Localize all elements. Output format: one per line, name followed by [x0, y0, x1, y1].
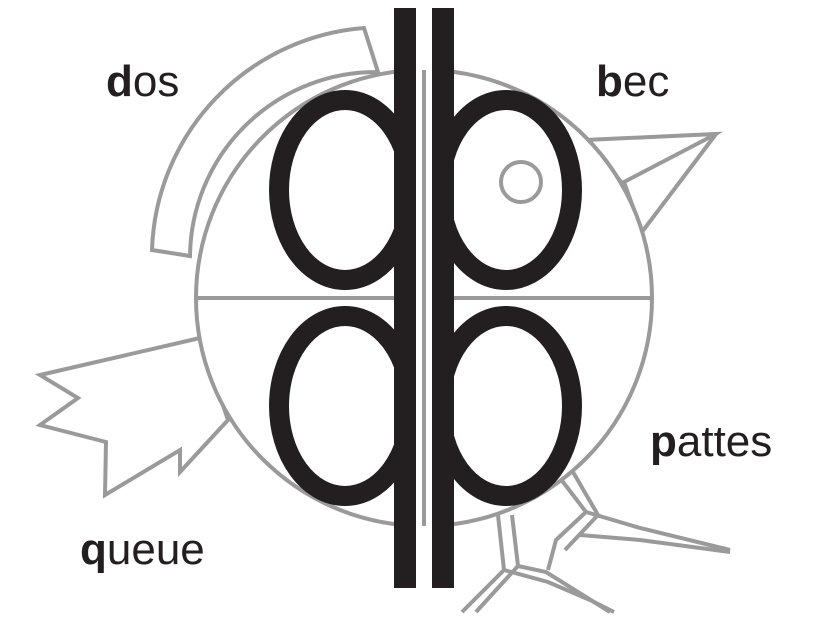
label-pattes-rest: attes — [677, 417, 772, 466]
left-leg-inner — [476, 515, 518, 612]
label-bec: bec — [596, 57, 669, 106]
right-leg-inner — [565, 472, 598, 550]
label-dos-initial: d — [106, 57, 133, 106]
label-pattes-initial: p — [650, 417, 677, 466]
label-bec-rest: ec — [623, 57, 669, 106]
left-stem — [394, 8, 416, 588]
bird-tail — [40, 338, 228, 495]
right-leg — [548, 478, 586, 570]
letter-stems — [394, 8, 454, 588]
label-pattes: pattes — [650, 417, 772, 466]
left-leg — [462, 515, 504, 612]
label-queue-rest: ueue — [107, 525, 205, 574]
label-bec-initial: b — [596, 57, 623, 106]
label-dos-rest: os — [133, 57, 179, 106]
right-stem — [432, 8, 454, 588]
label-dos: dos — [106, 57, 179, 106]
label-queue-initial: q — [80, 525, 107, 574]
label-queue: queue — [80, 525, 205, 574]
